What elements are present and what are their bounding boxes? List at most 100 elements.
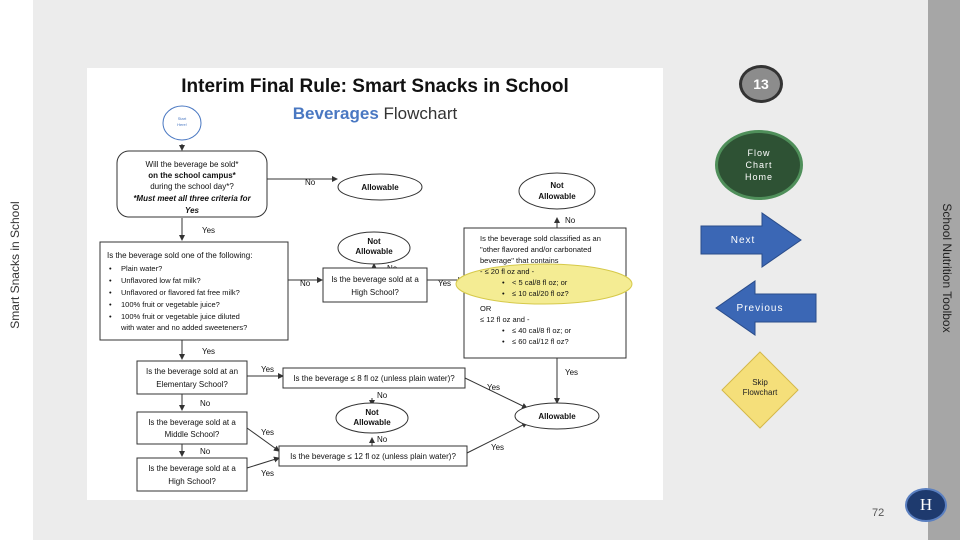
svg-text:on the school campus*: on the school campus* [148,171,236,180]
svg-text:100% fruit or vegetable juice: 100% fruit or vegetable juice diluted [121,312,240,321]
svg-text:Yes: Yes [261,365,274,374]
svg-text:Yes: Yes [438,279,451,288]
svg-text:Is the beverage sold at a: Is the beverage sold at a [148,464,236,473]
svg-text:Not: Not [365,408,379,417]
svg-text:Not: Not [367,237,381,246]
previous-button[interactable]: Previous [715,280,817,336]
h-button[interactable]: H [905,488,947,522]
right-sidebar-label: School Nutrition Toolbox [940,203,954,333]
left-sidebar-label: Smart Snacks in School [8,201,22,329]
svg-text:Not: Not [550,181,564,190]
svg-text:Is the beverage sold at an: Is the beverage sold at an [146,367,238,376]
svg-text:≤ 40 cal/8 fl oz; or: ≤ 40 cal/8 fl oz; or [512,326,572,335]
svg-text:Plain water?: Plain water? [121,264,162,273]
svg-text:•: • [109,300,112,309]
svg-text:Yes: Yes [185,206,199,215]
svg-text:Yes: Yes [202,347,215,356]
svg-text:Yes: Yes [261,469,274,478]
not-allowable-oval-bottom: Not Allowable [335,402,409,434]
svg-text:Is the beverage ≤ 8 fl oz (unl: Is the beverage ≤ 8 fl oz (unless plain … [293,374,455,383]
svg-text:Allowable: Allowable [538,192,576,201]
svg-text:No: No [200,399,211,408]
flowchart-title: Interim Final Rule: Smart Snacks in Scho… [181,76,569,97]
svg-text:Is the beverage sold one of th: Is the beverage sold one of the followin… [107,251,252,260]
previous-label: Previous [736,303,784,314]
svg-text:•: • [502,278,505,287]
svg-text:*Must meet all three criteria: *Must meet all three criteria for [133,194,251,203]
svg-text:Allowable: Allowable [538,412,576,421]
right-sidebar [928,0,960,540]
diamond-icon [721,351,799,429]
svg-text:Yes: Yes [565,368,578,377]
q12-box: Is the beverage ≤ 12 fl oz (unless plain… [278,445,468,467]
svg-text:Will the beverage be sold*: Will the beverage be sold* [146,160,239,169]
slide-number-badge: 13 [739,65,783,103]
svg-text:•: • [109,276,112,285]
classified-box: Is the beverage sold classified as an "o… [455,227,633,359]
allowable-oval-bottom: Allowable [514,402,600,430]
q1-box: Will the beverage be sold* on the school… [116,150,268,218]
svg-text:No: No [200,447,211,456]
svg-text:Allowable: Allowable [361,183,399,192]
svg-text:•: • [109,288,112,297]
next-label: Next [730,235,756,246]
svg-text:No: No [377,391,388,400]
svg-text:≤ 60 cal/12 fl oz?: ≤ 60 cal/12 fl oz? [512,337,569,346]
svg-text:•: • [109,312,112,321]
svg-text:with water and no added sweete: with water and no added sweeteners? [120,323,247,332]
svg-text:Yes: Yes [202,226,215,235]
svg-text:Allowable: Allowable [355,247,393,256]
svg-text:Elementary School?: Elementary School? [156,380,228,389]
svg-text:≤ 10 cal/20 fl oz?: ≤ 10 cal/20 fl oz? [512,289,569,298]
svg-text:Allowable: Allowable [353,418,391,427]
high-school-box-bottom: Is the beverage sold at a High School? [136,457,248,492]
flowchart-image: Interim Final Rule: Smart Snacks in Scho… [87,68,663,500]
subtitle-beverages: Beverages [292,104,379,123]
svg-text:- ≤ 20 fl oz and -: - ≤ 20 fl oz and - [480,267,535,276]
svg-text:100% fruit or vegetable juice?: 100% fruit or vegetable juice? [121,300,220,309]
svg-text:•: • [502,337,505,346]
not-allowable-oval-mid: Not Allowable [337,231,411,265]
svg-text:beverage" that contains: beverage" that contains [480,256,559,265]
svg-text:No: No [305,178,316,187]
svg-text:Start: Start [178,116,187,121]
flowchart-diagram: Start Here! Will the beverage be sold* o… [99,105,633,492]
right-arrow-icon [700,212,802,268]
left-arrow-icon [715,280,817,336]
flow-arrows [179,144,560,469]
svg-text:No: No [565,216,576,225]
hs-question-box: Is the beverage sold at a High School? [322,267,428,303]
svg-text:•: • [502,326,505,335]
svg-text:No: No [300,279,311,288]
svg-text:"other flavored and/or carbona: "other flavored and/or carbonated [480,245,592,254]
middle-school-box: Is the beverage sold at a Middle School? [136,411,248,445]
svg-text:Unflavored low fat milk?: Unflavored low fat milk? [121,276,201,285]
svg-text:Yes: Yes [487,383,500,392]
svg-text:≤ 12 fl oz and -: ≤ 12 fl oz and - [480,315,530,324]
svg-text:Is the beverage sold at a: Is the beverage sold at a [148,418,236,427]
start-node: Start Here! [162,105,202,141]
next-button[interactable]: Next [700,212,802,268]
svg-text:Unflavored or flavored fat fre: Unflavored or flavored fat free milk? [121,288,240,297]
not-allowable-oval-top: Not Allowable [518,172,596,210]
svg-text:•: • [502,289,505,298]
svg-text:Here!: Here! [177,122,187,127]
subtitle-flowchart: Flowchart [378,104,458,123]
svg-text:Is the beverage ≤ 12 fl oz (un: Is the beverage ≤ 12 fl oz (unless plain… [290,452,456,461]
svg-text:during the school day*?: during the school day*? [150,182,234,191]
page-number: 72 [872,507,885,519]
svg-text:High School?: High School? [168,477,216,486]
svg-text:Is the beverage sold at a: Is the beverage sold at a [331,275,419,284]
elementary-box: Is the beverage sold at an Elementary Sc… [136,360,248,395]
svg-text:•: • [109,264,112,273]
list-box: Is the beverage sold one of the followin… [99,241,289,341]
svg-text:Yes: Yes [261,428,274,437]
svg-text:Yes: Yes [491,443,504,452]
svg-text:Middle School?: Middle School? [165,430,220,439]
svg-text:OR: OR [480,304,492,313]
q8-box: Is the beverage ≤ 8 fl oz (unless plain … [282,367,466,389]
